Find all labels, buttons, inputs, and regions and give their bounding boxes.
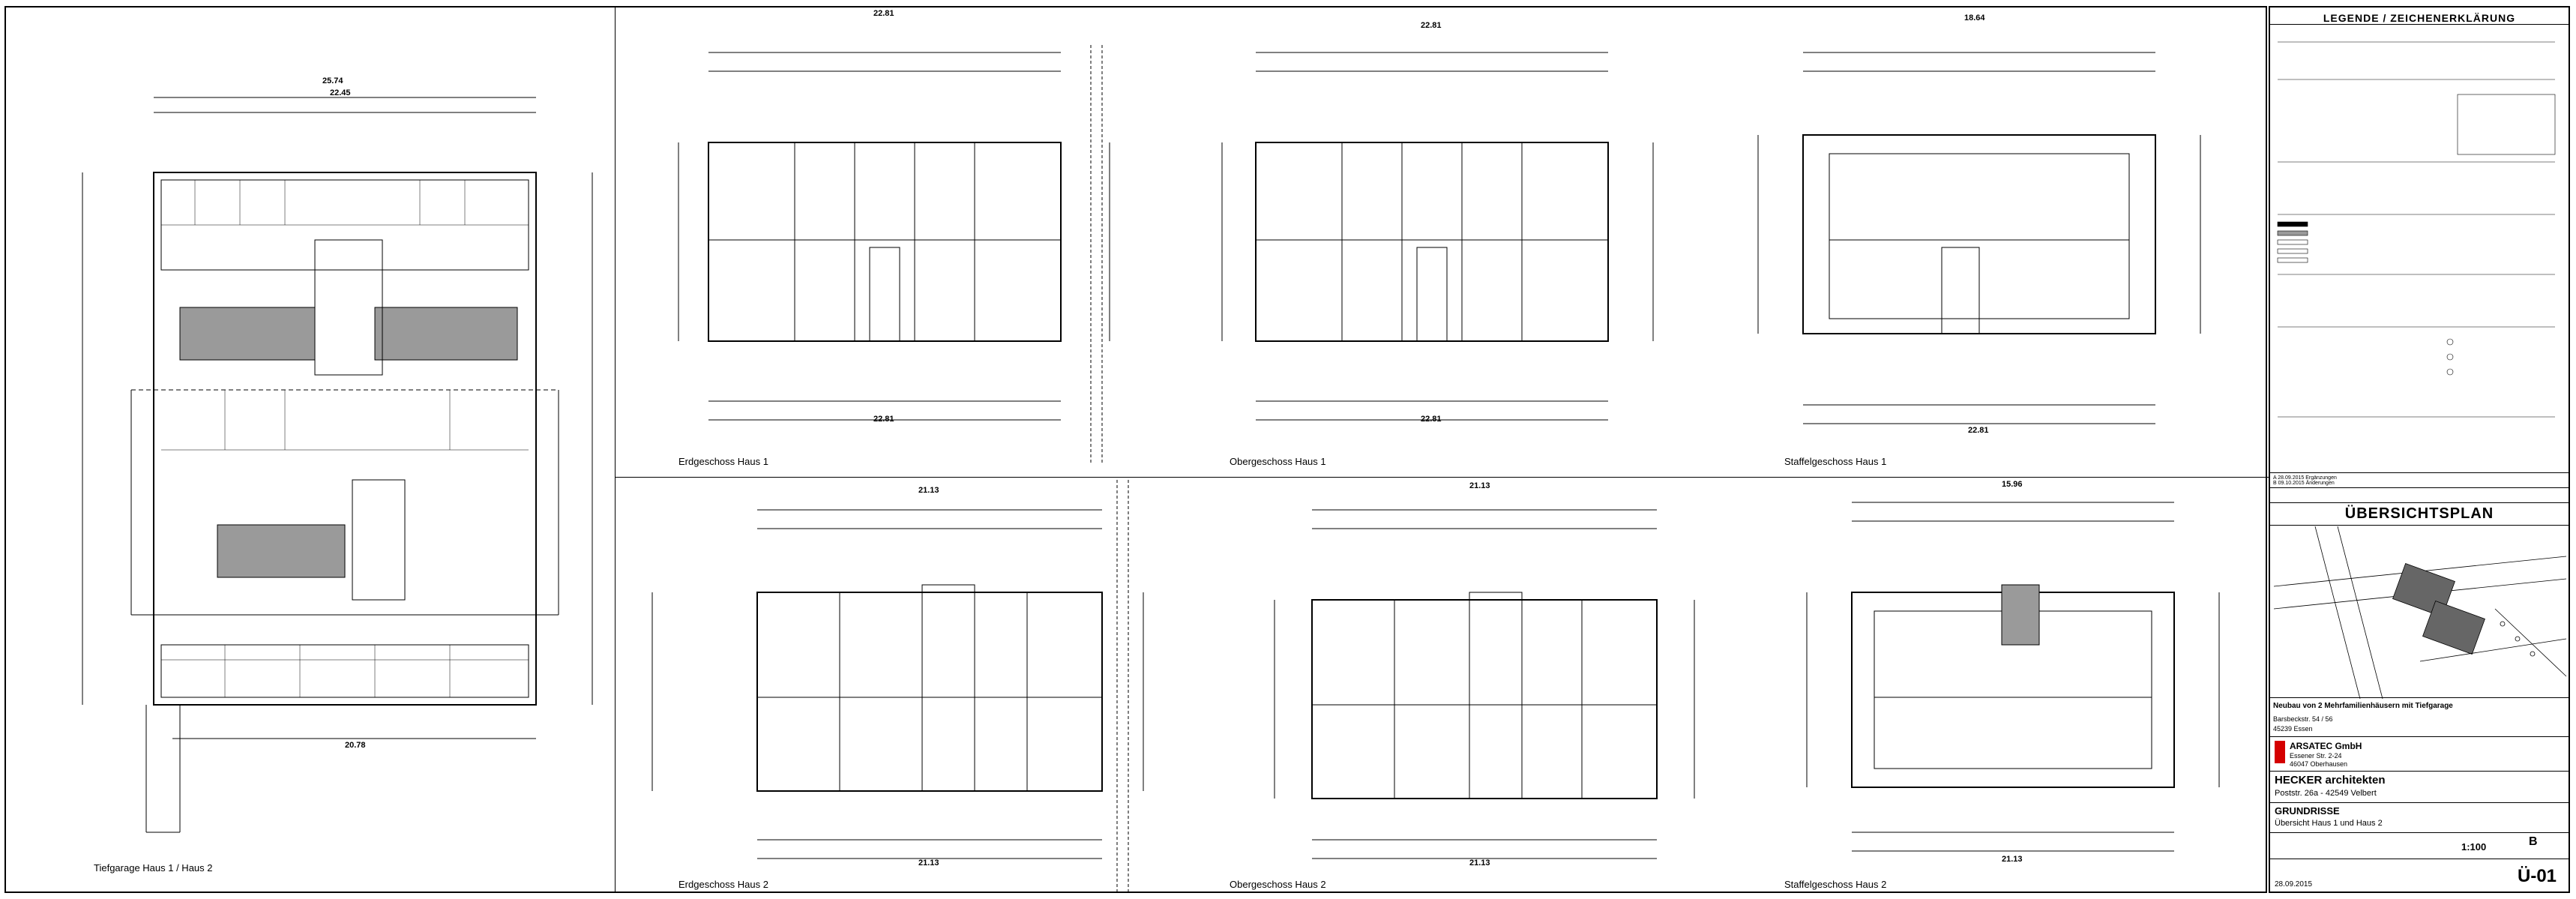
row-divider (615, 477, 2269, 478)
legend-title: LEGENDE / ZEICHENERKLÄRUNG (2323, 12, 2516, 24)
dim-eg1-bottom: 22.81 (873, 415, 894, 424)
dim-og1-top: 22.81 (1421, 21, 1442, 30)
plan-tiefgarage (82, 97, 593, 833)
dim-eg2-bottom: 21.13 (918, 859, 939, 868)
project-name: Neubau von 2 Mehrfamilienhäusern mit Tie… (2273, 702, 2453, 710)
plan-description: Übersicht Haus 1 und Haus 2 (2275, 819, 2383, 828)
plan-title-eg-haus1: Erdgeschoss Haus 1 (678, 456, 768, 467)
legend-symbols (2277, 41, 2556, 418)
dim-og1-bottom: 22.81 (1421, 415, 1442, 424)
drawing-frame (4, 6, 2267, 893)
dim-sg1-bottom: 22.81 (1968, 426, 1989, 435)
dim-og2-top: 21.13 (1469, 481, 1490, 490)
overview-title: ÜBERSICHTSPLAN (2344, 505, 2494, 522)
plan-eg-haus2 (651, 480, 1144, 892)
client-name: ARSATEC GmbH (2290, 741, 2362, 751)
plan-title-sg-haus2: Staffelgeschoss Haus 2 (1784, 879, 1887, 890)
plan-title-og-haus1: Obergeschoss Haus 1 (1230, 456, 1326, 467)
plan-title-og-haus2: Obergeschoss Haus 2 (1230, 879, 1326, 890)
dim-tg-top: 25.74 (322, 76, 343, 85)
section-divider (615, 6, 616, 893)
plan-og-haus1 (1221, 52, 1654, 421)
title-block: LEGENDE / ZEICHENERKLÄRUNG A 28.09.2015 … (2269, 6, 2570, 893)
index: B (2529, 835, 2538, 848)
architect-address: Poststr. 26a - 42549 Velbert (2275, 789, 2377, 798)
plan-sg-haus2 (1806, 502, 2220, 852)
dim-eg2-top: 21.13 (918, 486, 939, 495)
project-address1: Barsbeckstr. 54 / 56 (2273, 715, 2333, 723)
plan-type: GRUNDRISSE (2275, 805, 2340, 817)
dim-eg1-top: 22.81 (873, 9, 894, 18)
revision-b: B 09.10.2015 Änderungen (2273, 481, 2335, 486)
plan-title-tiefgarage: Tiefgarage Haus 1 / Haus 2 (94, 862, 213, 874)
dim-og2-bottom: 21.13 (1469, 859, 1490, 868)
revision-a: A 28.09.2015 Ergänzungen (2273, 475, 2337, 481)
plan-date: 28.09.2015 (2275, 880, 2313, 889)
dim-sg1-top: 18.64 (1964, 13, 1985, 22)
plan-eg-haus1 (678, 45, 1110, 465)
dim-tg-top2: 22.45 (330, 88, 351, 97)
client-address2: 46047 Oberhausen (2290, 760, 2348, 768)
plan-og-haus2 (1274, 509, 1695, 859)
client-logo-icon (2275, 741, 2285, 763)
site-map (2273, 526, 2567, 699)
plan-sg-haus1 (1757, 52, 2201, 424)
plan-title-sg-haus1: Staffelgeschoss Haus 1 (1784, 456, 1887, 467)
scale: 1:100 (2461, 841, 2487, 853)
dim-tg-bottom: 20.78 (345, 741, 366, 750)
floor-plans (82, 45, 2220, 892)
client-address1: Essener Str. 2-24 (2290, 752, 2342, 760)
project-address2: 45239 Essen (2273, 725, 2313, 733)
plan-title-eg-haus2: Erdgeschoss Haus 2 (678, 879, 768, 890)
architect-name: HECKER architekten (2275, 774, 2386, 787)
plan-number: Ü-01 (2518, 866, 2557, 886)
dim-sg2-bottom: 21.13 (2002, 855, 2023, 864)
dim-sg2-top: 15.96 (2002, 480, 2023, 489)
